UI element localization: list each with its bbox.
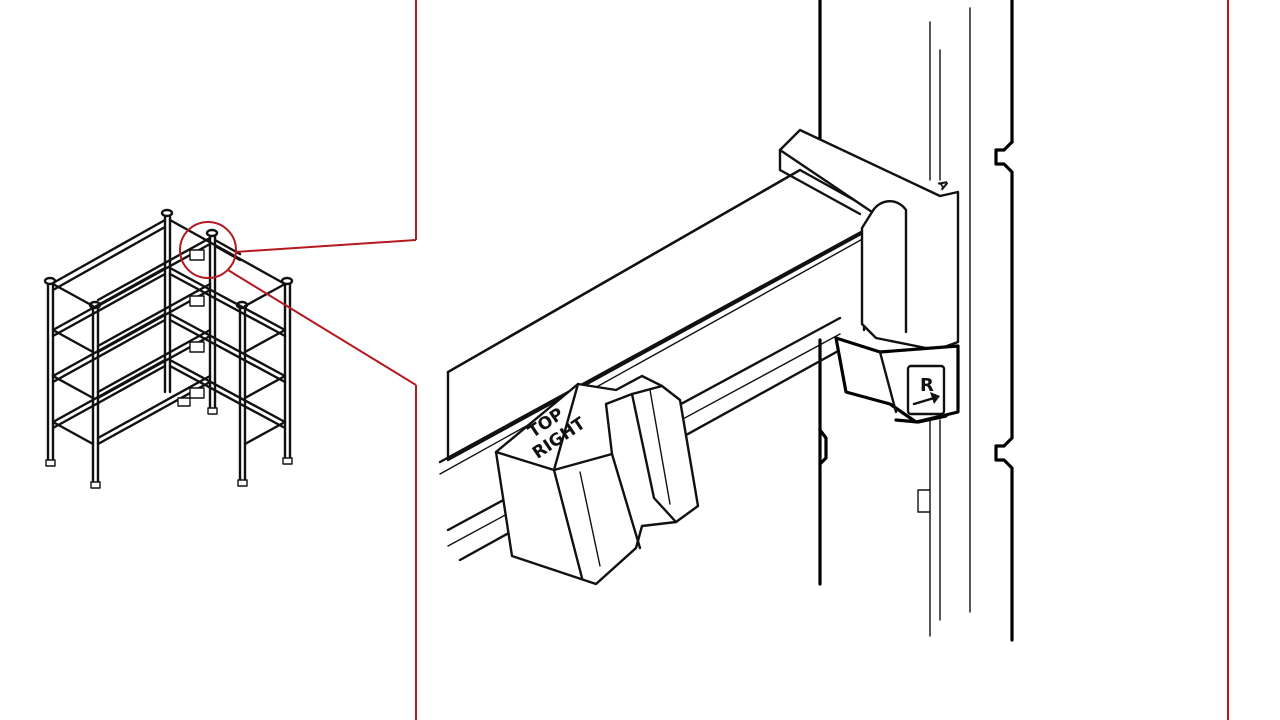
shelves xyxy=(51,218,287,446)
corner-bracket: R A xyxy=(778,128,960,424)
corner-brackets xyxy=(177,249,205,407)
top-right-clip: TOP RIGHT xyxy=(494,374,700,586)
right-arrow-icon xyxy=(912,392,940,406)
bracket-letter-label: R xyxy=(920,375,934,396)
detail-callout xyxy=(179,0,1229,720)
posts xyxy=(43,208,294,489)
detail-view: R A TOP RIGHT xyxy=(438,0,1014,642)
post-profile xyxy=(818,0,1014,642)
post-letter-label: A xyxy=(935,177,952,193)
shelving-unit-overview xyxy=(43,208,294,489)
